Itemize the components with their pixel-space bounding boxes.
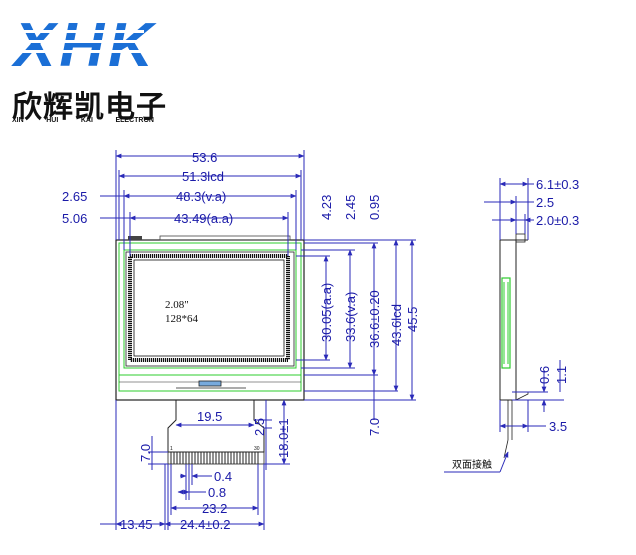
dim-total-height: 45.5 bbox=[405, 307, 420, 332]
logo-chinese-name: 欣辉凯电子 bbox=[12, 90, 167, 125]
display-resolution-label: 128*64 bbox=[165, 313, 199, 325]
dim-bottom-offset: 7.0 bbox=[367, 418, 382, 436]
dim-left-aa-offset: 5.06 bbox=[62, 211, 87, 226]
dim-fpc-width: 19.5 bbox=[197, 409, 222, 424]
dim-lcd-height: 43.6lcd bbox=[389, 304, 404, 346]
dim-lcd-width: 51.3lcd bbox=[182, 169, 224, 184]
viewing-area bbox=[123, 249, 297, 369]
logo-en-word: HUI bbox=[46, 117, 59, 124]
dim-side-2-0: 2.0±0.3 bbox=[536, 213, 579, 228]
dim-va-height: 33.6(v.a) bbox=[343, 292, 358, 342]
fpc-cable bbox=[167, 400, 265, 453]
logo-mark-icon: XHK bbox=[11, 11, 157, 80]
dim-fpc-length: 18.0±1 bbox=[276, 418, 291, 458]
dimensions-fpc bbox=[100, 399, 290, 530]
front-view: 2.08" 128*64 1 30 bbox=[115, 235, 305, 465]
side-view-dimensions bbox=[444, 178, 564, 473]
side-view bbox=[499, 233, 529, 459]
dim-lcd-height-tol: 36.6±0.20 bbox=[367, 290, 382, 348]
display-size-label: 2.08" bbox=[165, 299, 189, 311]
dim-top-va-offset: 2.45 bbox=[343, 195, 358, 220]
dim-pin-pitch: 0.8 bbox=[208, 485, 226, 500]
dim-fpc-step: 2.5 bbox=[252, 418, 267, 436]
dim-side-thickness: 6.1±0.3 bbox=[536, 177, 579, 192]
dim-fpc-total-width: 24.4±0.2 bbox=[180, 517, 231, 532]
dim-top-width: 53.6 bbox=[192, 150, 217, 165]
dim-aa-width: 43.49(a.a) bbox=[174, 211, 233, 226]
dim-top-lcd-offset: 0.95 bbox=[367, 195, 382, 220]
dimensions-top bbox=[100, 150, 305, 256]
pin-last-label: 30 bbox=[254, 446, 260, 452]
dim-top-aa-offset: 4.23 bbox=[319, 195, 334, 220]
dim-fpc-left-offset: 13.45 bbox=[120, 517, 153, 532]
dim-side-0-6: 0.6 bbox=[537, 366, 552, 384]
dim-aa-height: 30.05(a.a) bbox=[319, 283, 334, 342]
active-area bbox=[128, 254, 290, 362]
dim-side-2-5: 2.5 bbox=[536, 195, 554, 210]
dim-side-1-1: 1.1 bbox=[554, 366, 569, 384]
dim-side-3-5: 3.5 bbox=[549, 419, 567, 434]
dim-pin-span: 23.2 bbox=[202, 501, 227, 516]
fpc-pin-row bbox=[170, 452, 259, 464]
dim-left-va-offset: 2.65 bbox=[62, 189, 87, 204]
dim-va-width: 48.3(v.a) bbox=[176, 189, 226, 204]
dimensions-right bbox=[296, 239, 416, 420]
dim-pin-width: 0.4 bbox=[214, 469, 232, 484]
dim-fpc-tail: 7.0 bbox=[138, 444, 153, 462]
logo-english-name: XIN HUI KAI ELECTRON bbox=[12, 117, 154, 124]
logo-en-word: ELECTRON bbox=[115, 117, 154, 124]
logo-en-word: XIN bbox=[12, 117, 24, 124]
side-tape-note: 双面接触 bbox=[452, 458, 492, 471]
pin-first-label: 1 bbox=[170, 446, 173, 452]
logo-en-word: KAI bbox=[80, 117, 93, 124]
logo-mark-text: XHK bbox=[11, 11, 157, 80]
lcd-outline bbox=[118, 242, 302, 392]
